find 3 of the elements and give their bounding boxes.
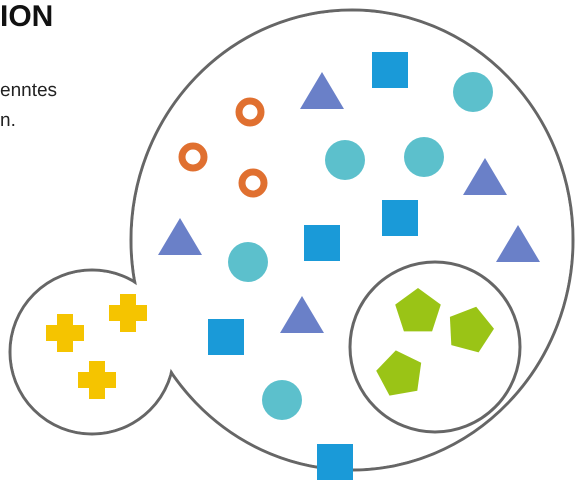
text-fragment: n. [0, 110, 16, 132]
heading: ION [0, 0, 54, 34]
text-fragment: enntes [0, 80, 58, 102]
